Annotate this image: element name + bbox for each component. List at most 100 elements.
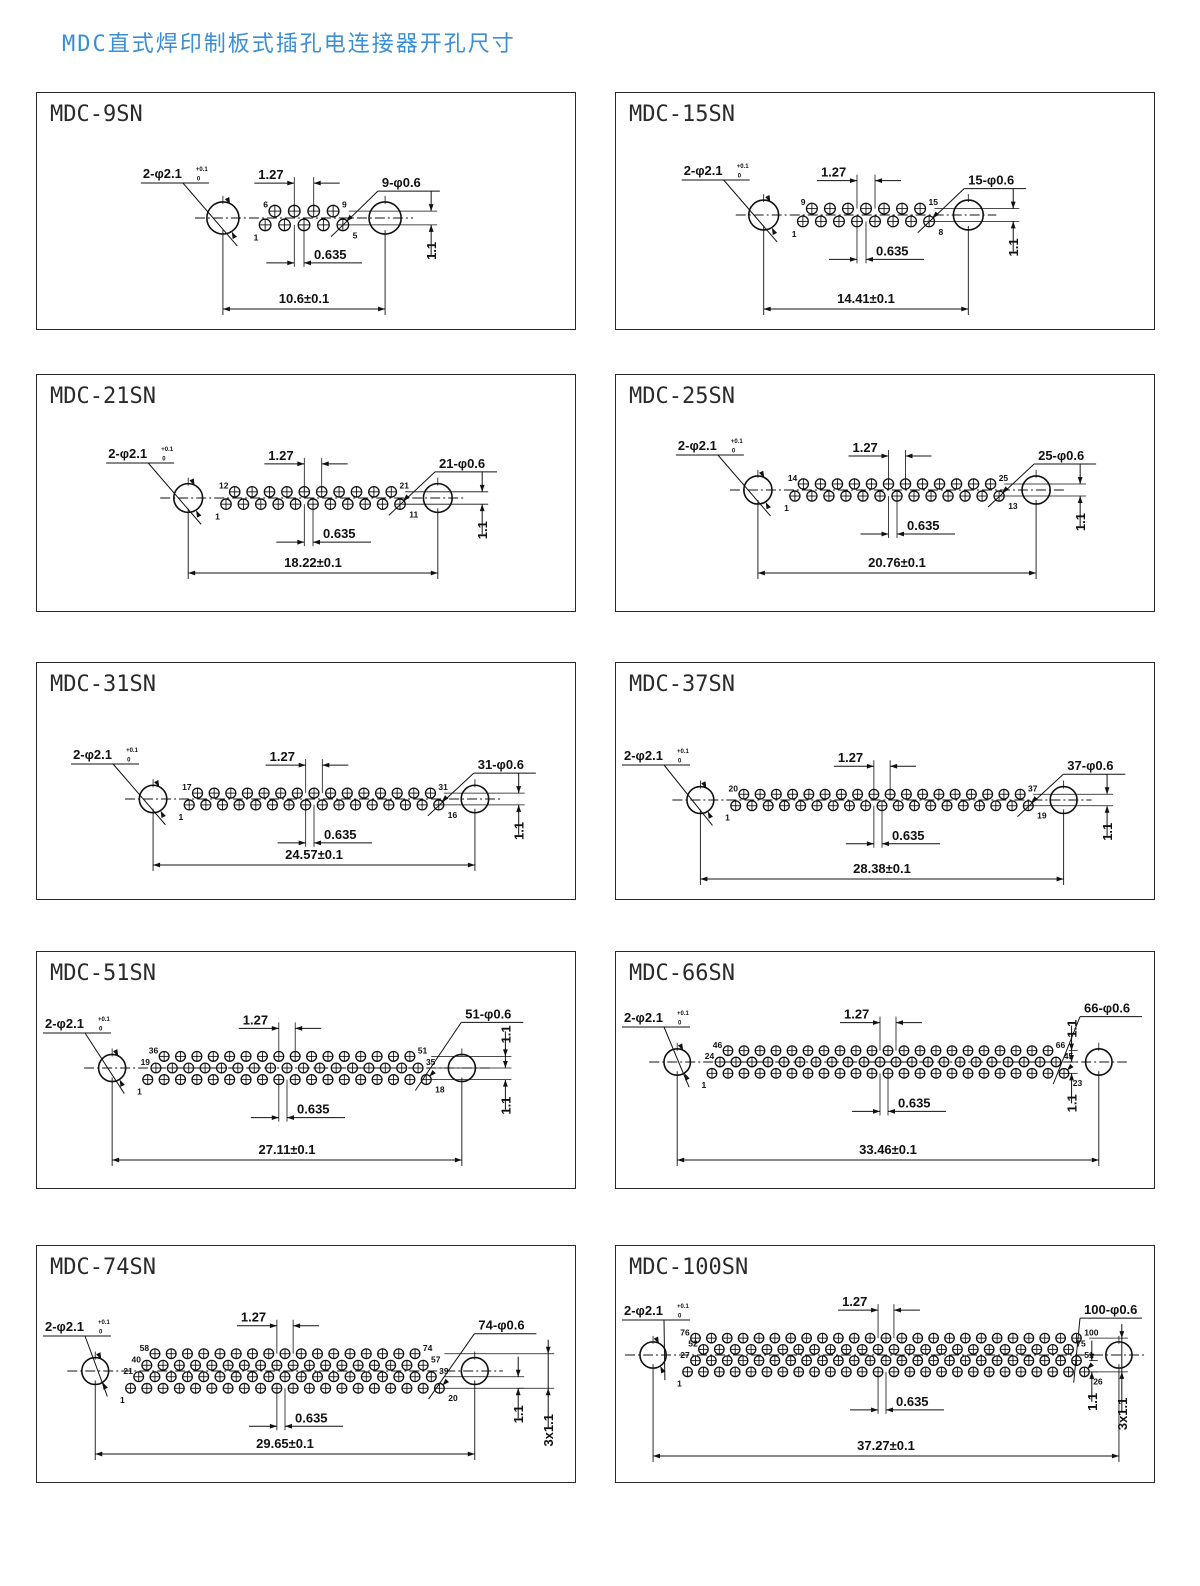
arrow-head xyxy=(653,1336,659,1344)
arrow-head xyxy=(314,840,321,846)
mount-hole-callout: 2-φ2.1 xyxy=(45,1319,84,1334)
callout-leader xyxy=(84,1032,125,1094)
pin-number-label: 1 xyxy=(254,233,259,243)
pin-hole-callout: 66-φ0.6 xyxy=(1084,1001,1130,1016)
arrow-head xyxy=(1066,1063,1074,1071)
arrow-head xyxy=(759,470,765,479)
tolerance-lower: 0 xyxy=(732,449,736,455)
offset-label: 0.635 xyxy=(295,1410,328,1425)
row-spacing-label: 1.1 xyxy=(424,242,439,260)
pin-number-label: 24 xyxy=(705,1051,715,1061)
arrow-head xyxy=(153,862,161,868)
arrow-head xyxy=(1104,787,1110,795)
arrow-head xyxy=(684,1073,690,1081)
total-spacing-label: 3x1.1 xyxy=(541,1414,556,1447)
pin-number-label: 39 xyxy=(439,1366,449,1376)
callout-leader xyxy=(182,182,238,247)
pin-number-label: 1 xyxy=(179,812,184,822)
arrow-head xyxy=(1029,570,1037,576)
model-title: MDC-25SN xyxy=(629,384,735,409)
arrow-head xyxy=(271,1025,279,1031)
pitch-label: 1.27 xyxy=(258,167,283,182)
arrow-head xyxy=(503,1049,508,1057)
pin-number-label: 19 xyxy=(141,1057,151,1067)
model-title: MDC-15SN xyxy=(629,102,735,127)
arrow-head xyxy=(765,194,771,203)
pin-number-label: 16 xyxy=(448,810,458,820)
tolerance-lower: 0 xyxy=(127,758,131,764)
arrow-head xyxy=(503,1079,508,1087)
pin-hole-callout: 37-φ0.6 xyxy=(1067,758,1113,773)
offset-label: 0.635 xyxy=(314,247,347,262)
arrow-head xyxy=(346,214,353,222)
pin-hole-callout: 21-φ0.6 xyxy=(439,456,485,471)
arrow-head xyxy=(479,504,485,512)
hole-distance-label: 18.22±0.1 xyxy=(284,555,342,570)
mount-hole-callout: 2-φ2.1 xyxy=(143,166,182,181)
pin-number-label: 17 xyxy=(182,782,192,792)
arrow-head xyxy=(871,1407,879,1413)
tolerance-lower: 0 xyxy=(162,457,166,463)
pin-number-label: 58 xyxy=(140,1343,150,1353)
arrow-head xyxy=(701,781,707,789)
arrow-head xyxy=(442,1378,449,1386)
pitch-label: 1.27 xyxy=(852,440,877,455)
arrow-head xyxy=(378,306,386,312)
arrow-head xyxy=(269,1423,277,1429)
pin-number-label: 36 xyxy=(149,1045,159,1055)
pitch-label: 1.27 xyxy=(842,1294,867,1309)
arrow-head xyxy=(428,224,434,232)
offset-label: 0.635 xyxy=(324,827,357,842)
arrow-head xyxy=(765,501,771,510)
pin-hole-callout: 9-φ0.6 xyxy=(382,175,421,190)
pitch-label: 1.27 xyxy=(844,1007,869,1022)
callout-leader xyxy=(1052,1016,1081,1085)
pin-number-label: 12 xyxy=(219,481,229,491)
arrow-head xyxy=(881,453,889,459)
tolerance-lower: 0 xyxy=(678,759,682,765)
pin-number-label: 6 xyxy=(263,199,268,209)
pin-number-label: 9 xyxy=(801,197,806,207)
model-title: MDC-66SN xyxy=(629,961,735,986)
arrow-head xyxy=(653,1453,661,1459)
pin-number-label: 1 xyxy=(725,813,730,823)
arrow-head xyxy=(441,795,449,802)
tolerance-upper: +0.1 xyxy=(677,749,690,755)
mount-hole-callout: 2-φ2.1 xyxy=(45,1016,84,1031)
arrow-head xyxy=(285,1423,292,1429)
pitch-label: 1.27 xyxy=(838,750,863,765)
row-spacing-label: 1.1 xyxy=(1100,823,1115,841)
row-spacing-label: 1.1 xyxy=(1065,1020,1080,1038)
pin-number-label: 21 xyxy=(123,1366,133,1376)
arrow-head xyxy=(872,1020,880,1026)
model-title: MDC-31SN xyxy=(50,672,156,697)
arrow-head xyxy=(1104,805,1110,813)
hole-distance-label: 29.65±0.1 xyxy=(256,1436,314,1451)
arrow-head xyxy=(293,1323,301,1329)
pin-number-label: 46 xyxy=(713,1040,723,1050)
arrow-head xyxy=(1069,1043,1074,1051)
callout-leader xyxy=(663,764,713,826)
row-spacing-label: 1.1 xyxy=(1073,513,1088,531)
pin-number-label: 1 xyxy=(792,229,797,239)
callout-leader xyxy=(917,188,965,234)
model-title: MDC-9SN xyxy=(50,102,143,127)
model-title: MDC-51SN xyxy=(50,961,156,986)
arrow-head xyxy=(905,453,913,459)
arrow-head xyxy=(700,876,708,882)
pin-number-label: 1 xyxy=(137,1087,142,1097)
arrow-head xyxy=(896,1020,904,1026)
arrow-head xyxy=(160,810,166,819)
tolerance-upper: +0.1 xyxy=(196,167,209,173)
pin-number-label: 51 xyxy=(1084,1350,1094,1360)
callout-leader xyxy=(1017,773,1064,817)
callout-leader xyxy=(663,1319,666,1381)
